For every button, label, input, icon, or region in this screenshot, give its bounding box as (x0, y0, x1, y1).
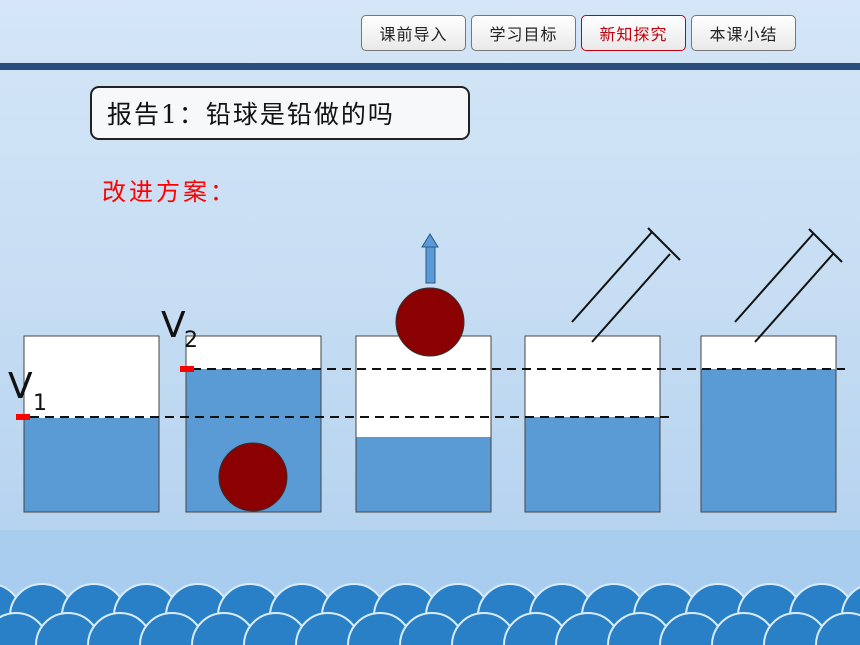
wave-scallop (503, 612, 569, 645)
wave-scallop (451, 612, 517, 645)
measuring-cylinder-icon (571, 227, 681, 343)
tab-lesson-summary[interactable]: 本课小结 (691, 15, 796, 51)
wave-scallop (35, 612, 101, 645)
nav-tabs: 课前导入 学习目标 新知探究 本课小结 (361, 15, 796, 51)
header-divider (0, 63, 860, 70)
wave-scallop (815, 612, 860, 645)
wave-scallop (347, 612, 413, 645)
wave-scallop (87, 612, 153, 645)
wave-scallop (399, 612, 465, 645)
v2-label: V (161, 305, 186, 346)
wave-scallop (711, 612, 777, 645)
v1-label: V (8, 366, 33, 407)
lifted-ball (395, 287, 465, 357)
wave-scallop (191, 612, 257, 645)
v2-subscript: 2 (184, 328, 198, 353)
improved-plan-label: 改进方案： (102, 178, 237, 206)
tab-course-intro[interactable]: 课前导入 (361, 15, 466, 51)
wave-decoration (0, 583, 860, 645)
tab-new-knowledge[interactable]: 新知探究 (581, 15, 686, 51)
wave-scallop (295, 612, 361, 645)
wave-scallop (243, 612, 309, 645)
wave-scallop (607, 612, 673, 645)
wave-scallop (139, 612, 205, 645)
lift-arrow-icon (421, 233, 439, 284)
container-2 (185, 335, 322, 513)
report-title: 报告1：铅球是铅做的吗 (107, 100, 395, 129)
v1-marker (16, 414, 30, 420)
wave-scallop (555, 612, 621, 645)
container-5 (700, 335, 837, 513)
shot-put-ball (218, 442, 288, 512)
container-4 (524, 335, 661, 513)
container-3 (355, 335, 492, 513)
report-title-box: 报告1：铅球是铅做的吗 (90, 86, 470, 140)
v2-marker (180, 366, 194, 372)
measuring-cylinder-icon (734, 228, 843, 343)
container-1 (23, 335, 160, 513)
wave-scallop (659, 612, 725, 645)
v1-subscript: 1 (33, 391, 47, 416)
tab-learning-goals[interactable]: 学习目标 (471, 15, 576, 51)
wave-scallop (763, 612, 829, 645)
